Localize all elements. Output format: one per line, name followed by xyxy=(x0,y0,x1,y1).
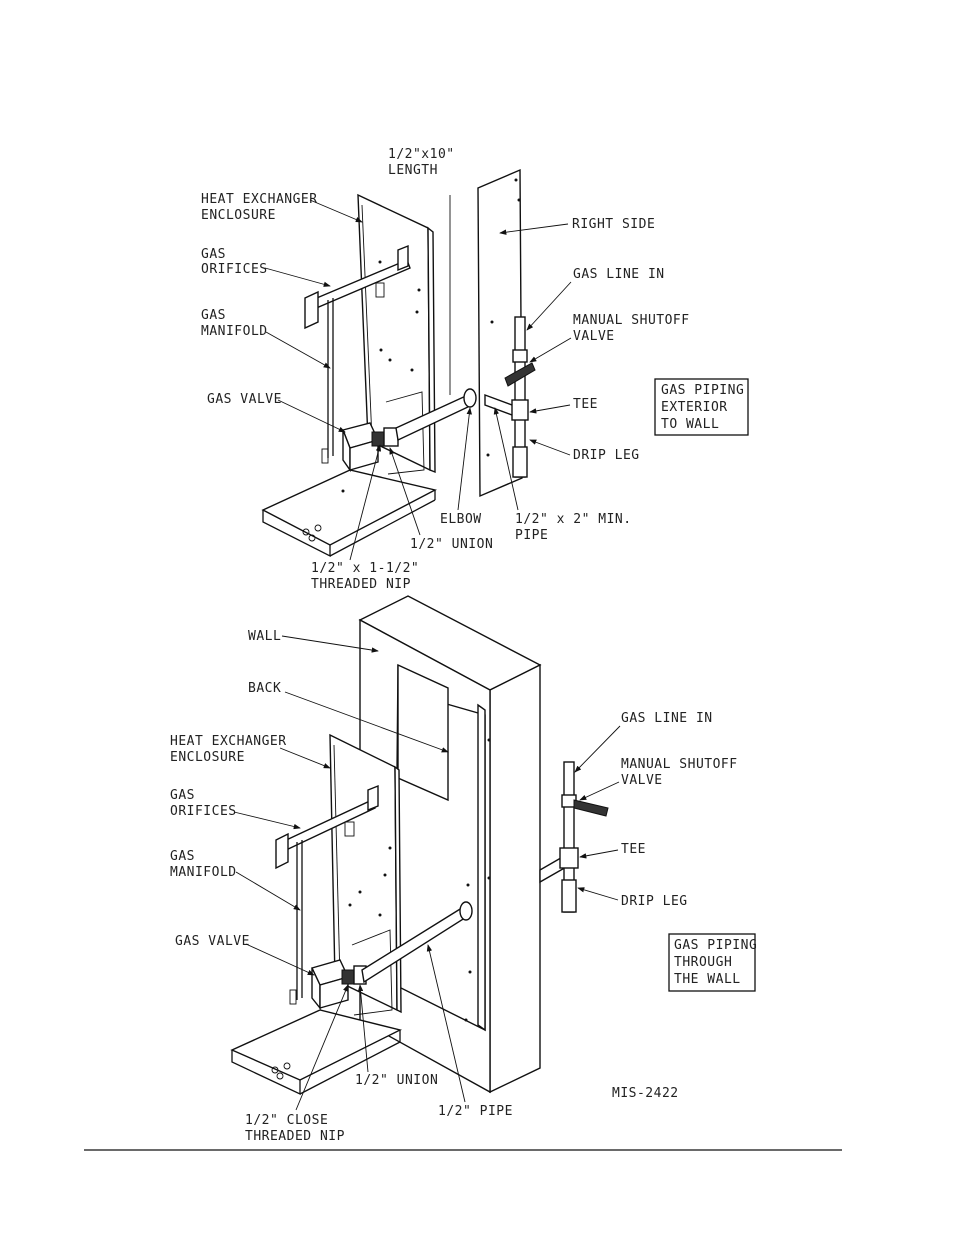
caption-top-line-2: EXTERIOR xyxy=(661,400,728,415)
close-nip-label-1: 1/2" CLOSE xyxy=(245,1113,328,1128)
drip-leg-label: DRIP LEG xyxy=(573,448,640,463)
union-label-b: 1/2" UNION xyxy=(355,1073,438,1088)
caption-bottom-line-2: THROUGH xyxy=(674,955,732,970)
gas-manifold-label-2: MANIFOLD xyxy=(201,324,268,339)
drip-leg-label-b: DRIP LEG xyxy=(621,894,688,909)
heat-exchanger-panel-bottom xyxy=(329,733,402,1016)
threaded-nip-label-2: THREADED NIP xyxy=(311,577,411,592)
gas-line-in-label-b: GAS LINE IN xyxy=(621,711,713,726)
heat-exchanger-label-2: ENCLOSURE xyxy=(201,208,276,223)
caption-bottom-line-1: GAS PIPING xyxy=(674,938,757,953)
gas-manifold-label-b1: GAS xyxy=(170,849,195,864)
gas-valve-label-b: GAS VALVE xyxy=(175,934,250,949)
gas-manifold xyxy=(304,244,411,464)
tee-label: TEE xyxy=(573,397,598,412)
tee-label-b: TEE xyxy=(621,842,646,857)
base-plate-bottom xyxy=(230,1009,403,1096)
main-pipe xyxy=(395,195,477,442)
right-side-label: RIGHT SIDE xyxy=(572,217,655,232)
caption-top-line-1: GAS PIPING xyxy=(661,383,744,398)
drawing-number: MIS-2422 xyxy=(612,1086,679,1101)
heat-exchanger-label-b1: HEAT EXCHANGER xyxy=(170,734,287,749)
manual-shutoff-label-b1: MANUAL SHUTOFF xyxy=(621,757,738,772)
pipe-label-b: 1/2" PIPE xyxy=(438,1104,513,1119)
gas-orifices-label-b1: GAS xyxy=(170,788,195,803)
gas-orifices-label-1: GAS xyxy=(201,247,226,262)
tee-assembly-bottom xyxy=(559,761,609,913)
gas-valve-label: GAS VALVE xyxy=(207,392,282,407)
pipe-length-label-2: LENGTH xyxy=(388,163,438,178)
gas-valve xyxy=(342,422,399,473)
heat-exchanger-label-b2: ENCLOSURE xyxy=(170,750,245,765)
gas-line-in-label: GAS LINE IN xyxy=(573,267,665,282)
gas-manifold-label-b2: MANIFOLD xyxy=(170,865,237,880)
wall-label: WALL xyxy=(248,629,281,644)
pipe-length-label-1: 1/2"x10" xyxy=(388,147,455,162)
caption-bottom-line-3: THE WALL xyxy=(674,972,741,987)
close-nip-label-2: THREADED NIP xyxy=(245,1129,345,1144)
elbow-label: ELBOW xyxy=(440,512,482,527)
gas-orifices-label-b2: ORIFICES xyxy=(170,804,237,819)
tee-assembly xyxy=(484,316,536,478)
caption-box-bottom: GAS PIPING THROUGH THE WALL xyxy=(668,933,757,992)
min-pipe-label-1: 1/2" x 2" MIN. xyxy=(515,512,632,527)
manual-shutoff-label-1: MANUAL SHUTOFF xyxy=(573,313,690,328)
gas-manifold-label-1: GAS xyxy=(201,308,226,323)
union-label: 1/2" UNION xyxy=(410,537,493,552)
manual-shutoff-label-b2: VALVE xyxy=(621,773,663,788)
base-plate xyxy=(261,469,437,558)
min-pipe-label-2: PIPE xyxy=(515,528,548,543)
threaded-nip-label-1: 1/2" x 1-1/2" xyxy=(311,561,419,576)
heat-exchanger-label-1: HEAT EXCHANGER xyxy=(201,192,318,207)
manual-shutoff-label-2: VALVE xyxy=(573,329,615,344)
caption-top-line-3: TO WALL xyxy=(661,417,719,432)
gas-orifices-label-2: ORIFICES xyxy=(201,262,268,277)
bottom-diagram: WALL BACK HEAT EXCHANGER ENCLOSURE GAS O… xyxy=(170,595,757,1144)
top-diagram: 1/2"x10" LENGTH HEAT EXCHANGER ENCLOSURE… xyxy=(201,147,749,592)
back-plate xyxy=(397,663,449,802)
caption-box-top: GAS PIPING EXTERIOR TO WALL xyxy=(654,378,749,436)
gas-valve-bottom xyxy=(311,959,367,1010)
back-label: BACK xyxy=(248,681,281,696)
gas-manifold-bottom xyxy=(275,784,379,1005)
